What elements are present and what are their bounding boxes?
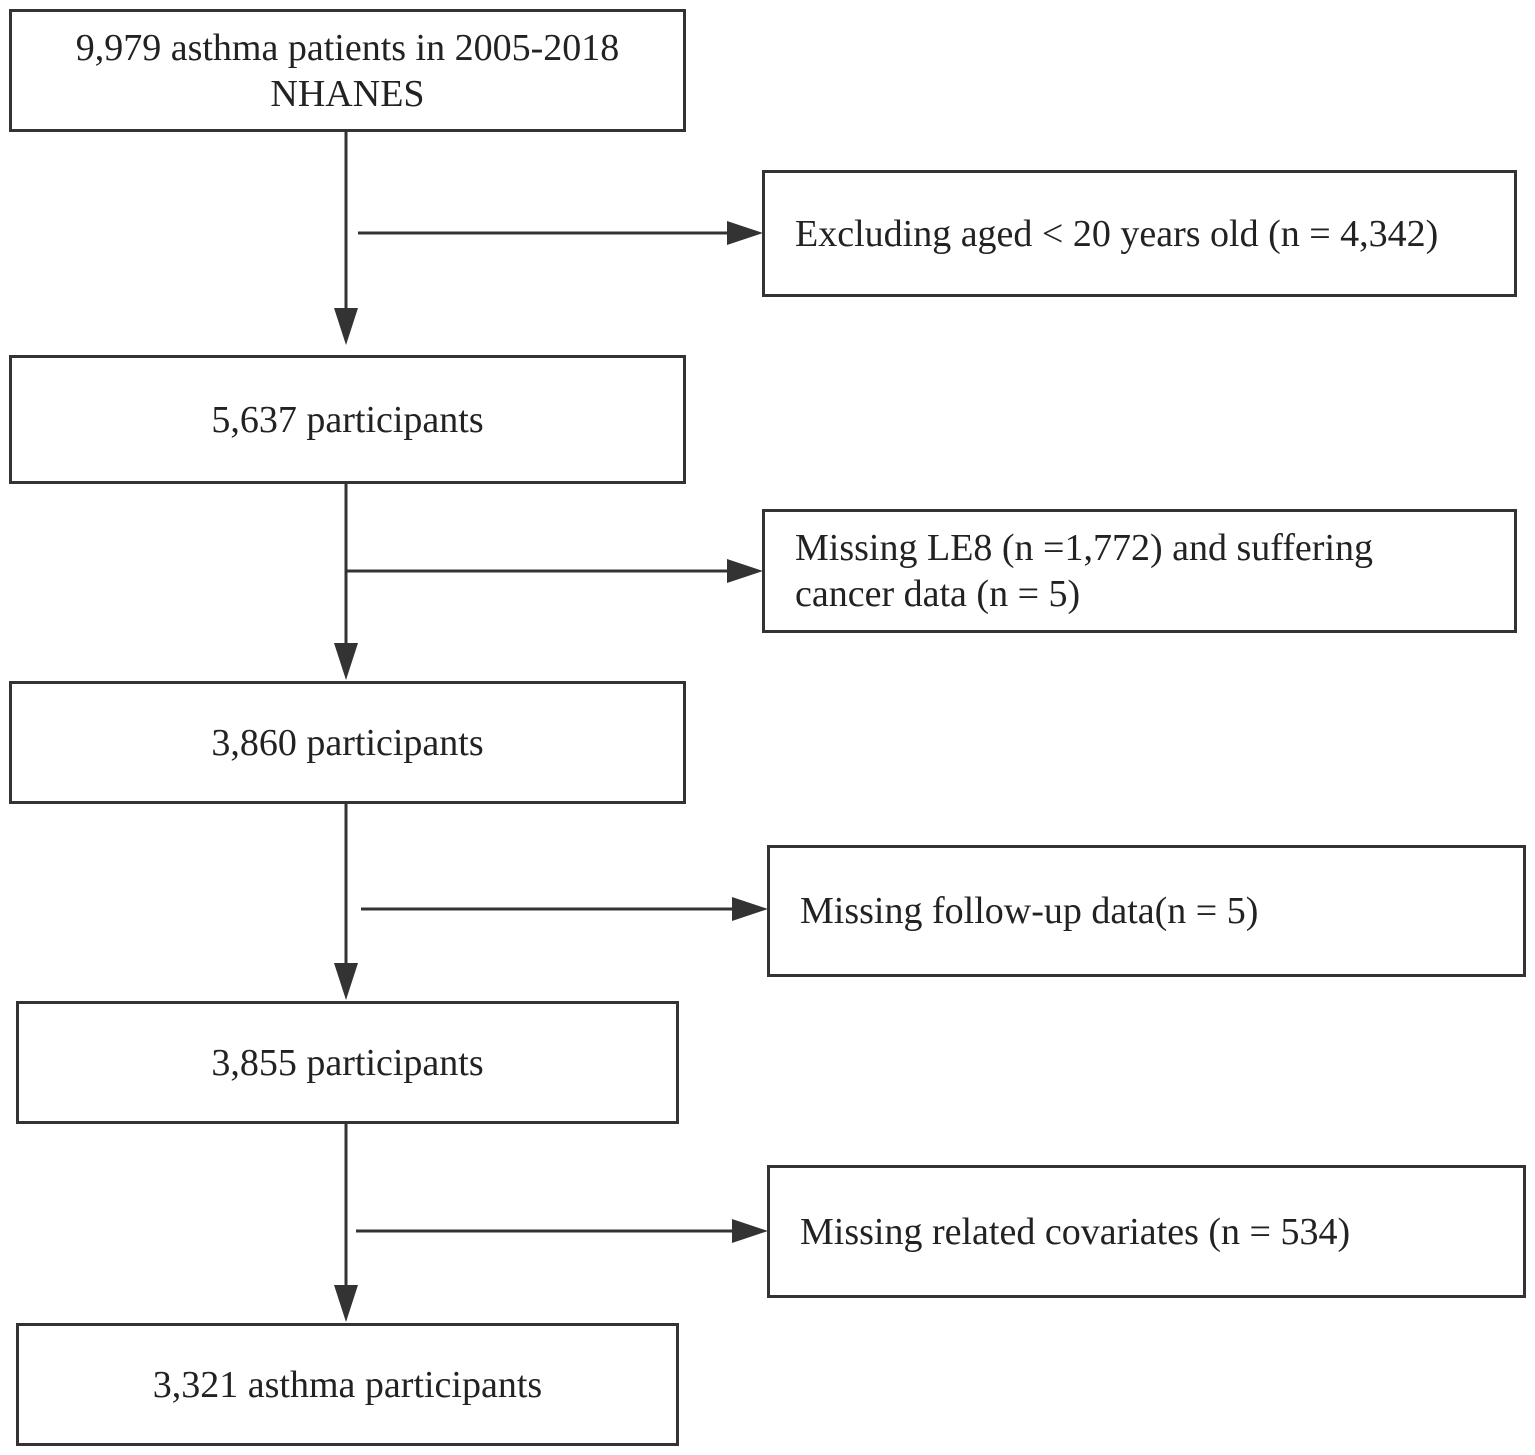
box-start-population: 9,979 asthma patients in 2005-2018 NHANE…: [9, 9, 686, 132]
box-final-text: 3,321 asthma participants: [152, 1363, 543, 1406]
box-participants-after-followup: 3,855 participants: [16, 1001, 679, 1124]
box-exclusion-covariates: Missing related covariates (n = 534): [767, 1165, 1526, 1298]
horizontal-arrow-4: [356, 1219, 768, 1243]
horizontal-arrow-3: [361, 897, 768, 921]
box-participants-after-age: 5,637 participants: [9, 355, 686, 484]
vertical-arrow-2: [334, 483, 358, 680]
horizontal-arrow-2: [346, 559, 763, 583]
box-step2-text: 3,860 participants: [211, 721, 484, 764]
box-excl4-text: Missing related covariates (n = 534): [800, 1210, 1351, 1253]
box-exclusion-age: Excluding aged < 20 years old (n = 4,342…: [762, 170, 1517, 297]
box-final-participants: 3,321 asthma participants: [16, 1323, 679, 1446]
box-participants-after-le8: 3,860 participants: [9, 681, 686, 804]
box-excl3-text: Missing follow-up data(n = 5): [800, 890, 1259, 932]
box-step1-text: 5,637 participants: [211, 398, 484, 441]
box-start-text: 9,979 asthma patients in 2005-2018 NHANE…: [75, 26, 620, 115]
box-excl2-text: Missing LE8 (n =1,772) and suffering can…: [795, 527, 1373, 615]
box-exclusion-followup: Missing follow-up data(n = 5): [767, 845, 1526, 977]
box-exclusion-le8-cancer: Missing LE8 (n =1,772) and suffering can…: [762, 509, 1517, 633]
box-step3-text: 3,855 participants: [211, 1041, 484, 1084]
horizontal-arrow-1: [358, 221, 763, 245]
vertical-arrow-1: [334, 131, 358, 345]
box-excl1-text: Excluding aged < 20 years old (n = 4,342…: [795, 212, 1439, 255]
vertical-arrow-4: [334, 1123, 358, 1322]
vertical-arrow-3: [334, 803, 358, 1000]
